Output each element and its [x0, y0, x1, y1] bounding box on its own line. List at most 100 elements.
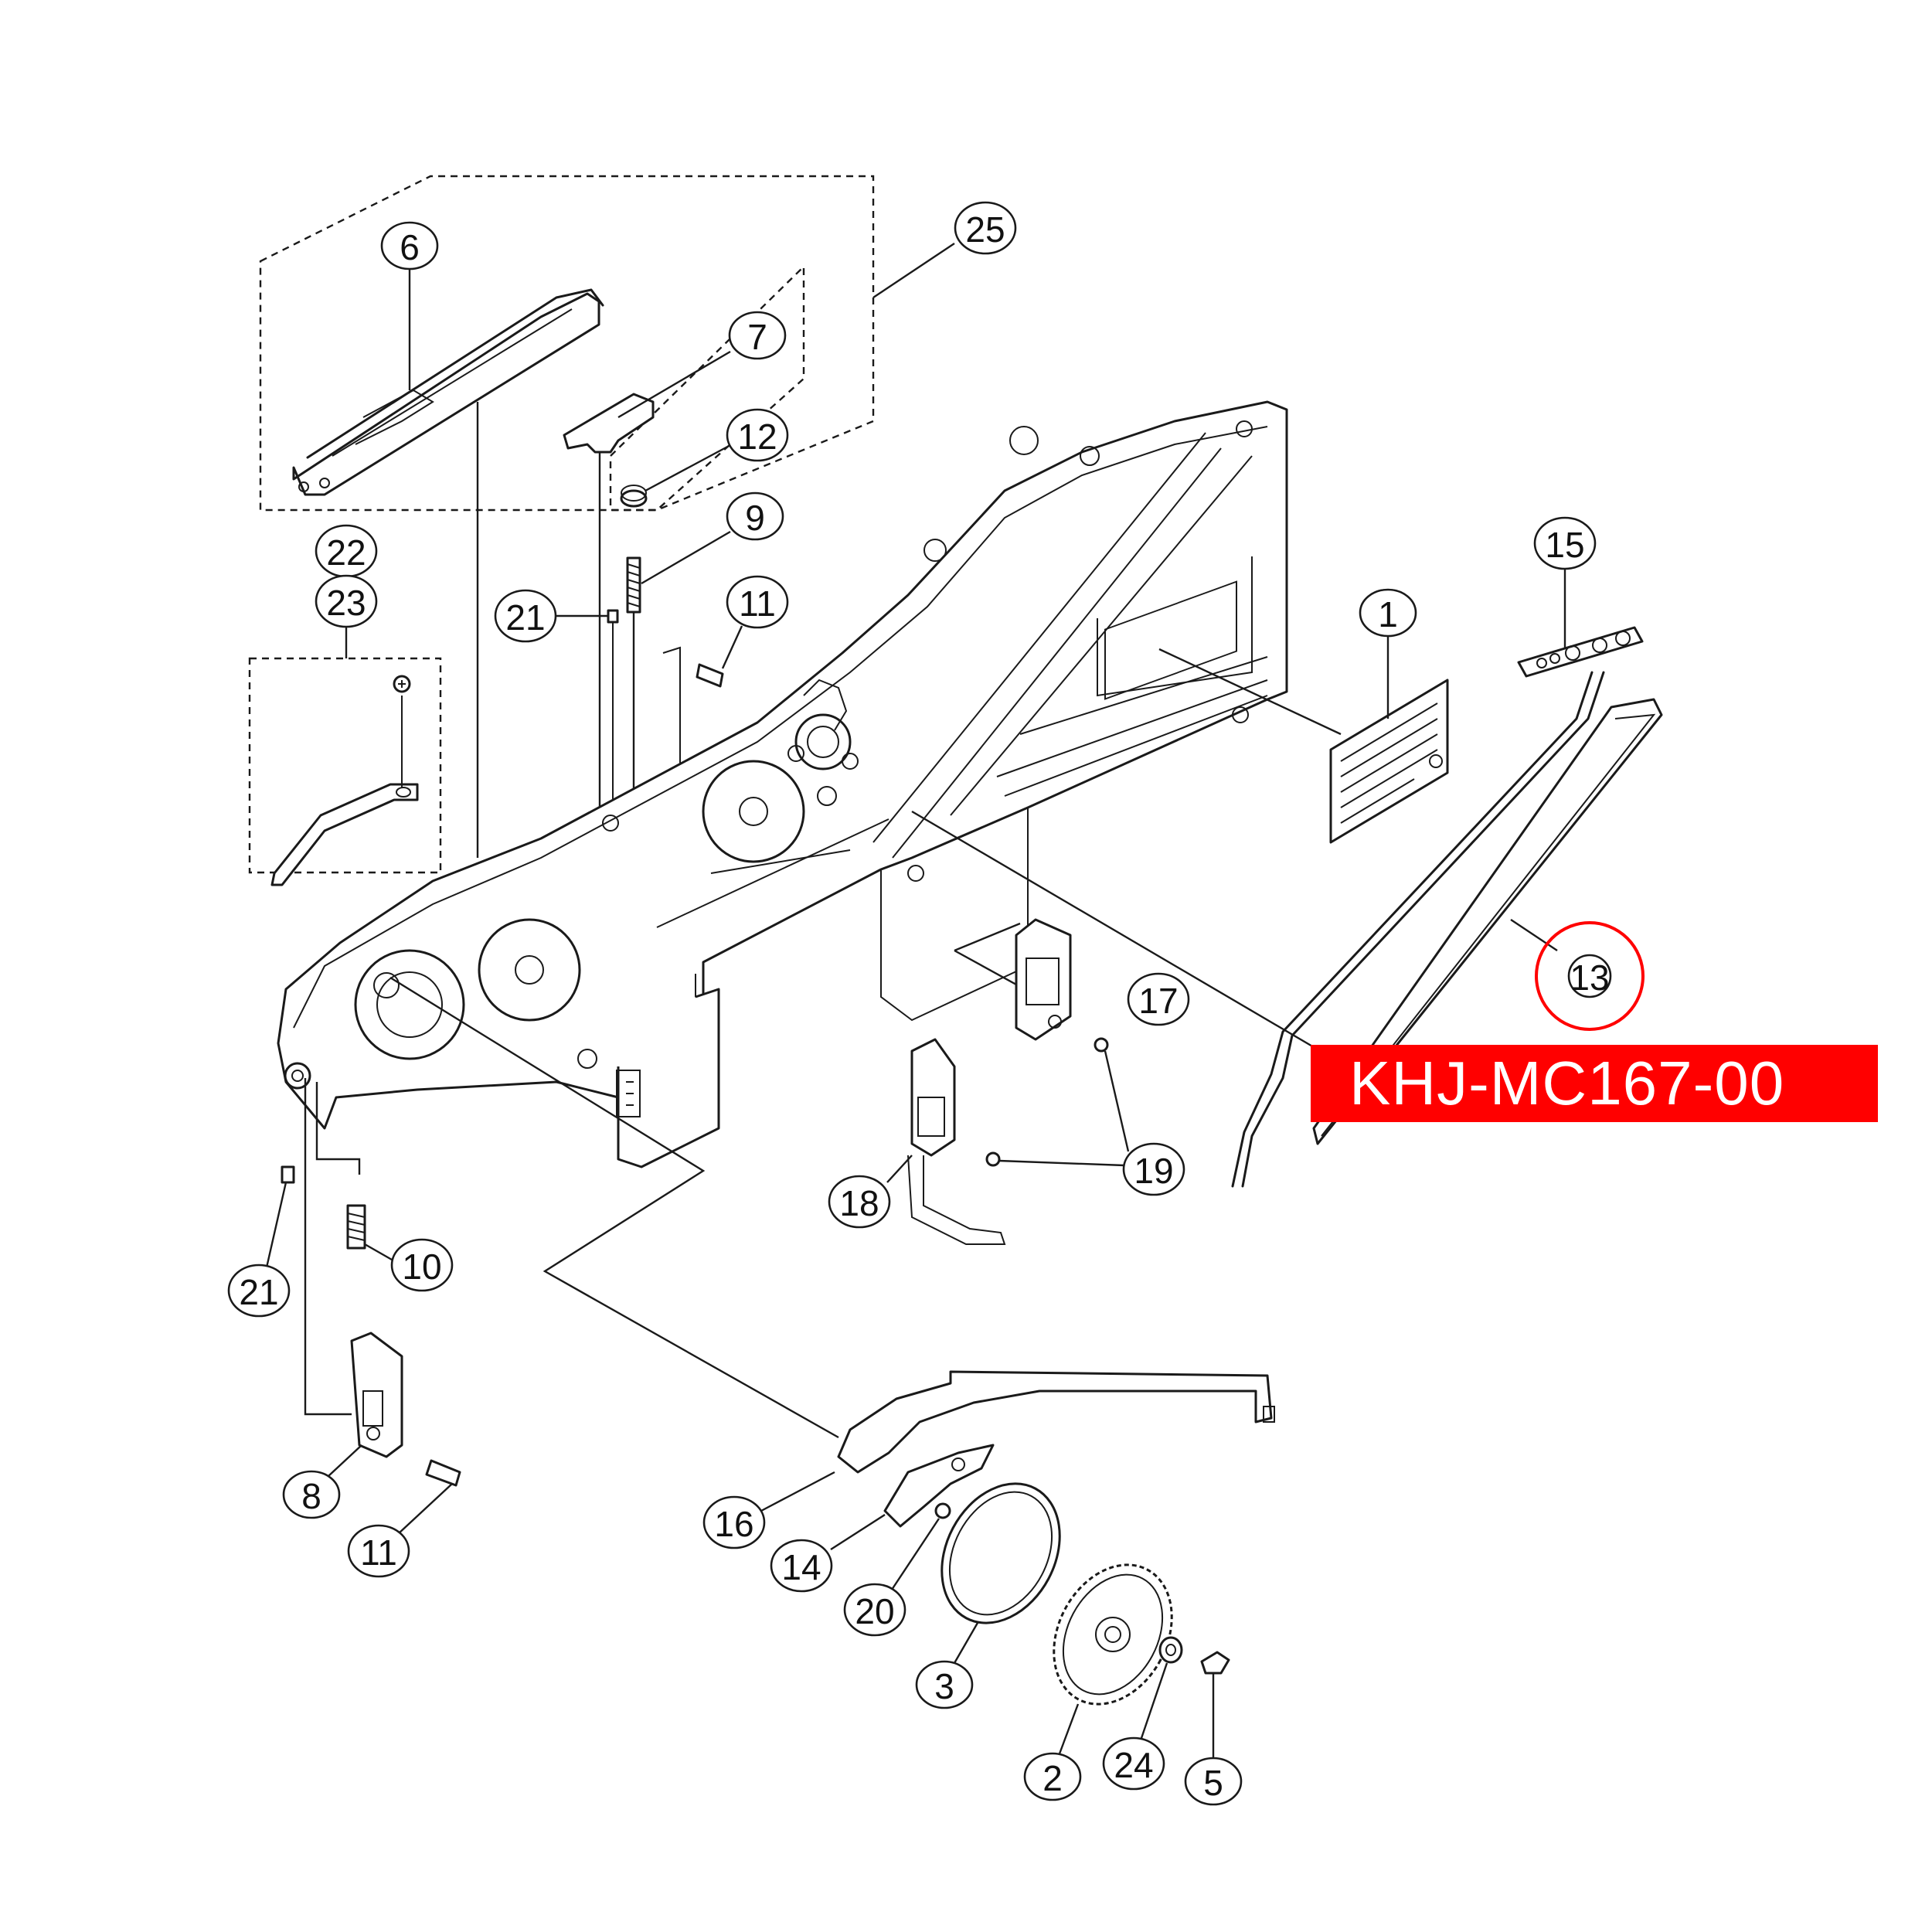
- callout-25: 25: [954, 201, 1017, 255]
- part-12-bushing: [620, 443, 733, 508]
- part-10-spring: [346, 1204, 393, 1261]
- callout-bubble: [1122, 1142, 1185, 1196]
- callout-bubble: [347, 1524, 410, 1578]
- part-2-sprocket: [1053, 1563, 1173, 1757]
- part-20-screw: [889, 1502, 951, 1593]
- callout-6: 6: [380, 221, 439, 270]
- callout-label: 11: [739, 583, 776, 624]
- callout-bubble: [1102, 1736, 1165, 1791]
- feeder-main-body: [277, 400, 1288, 1168]
- callout-24: 24: [1102, 1736, 1165, 1791]
- callout-label: 25: [965, 209, 1005, 250]
- callout-label: 9: [745, 498, 765, 538]
- part-24-washer: [1138, 1636, 1183, 1743]
- callout-label: 15: [1545, 525, 1584, 565]
- callout-label: 2: [1043, 1758, 1063, 1798]
- callout-18: 18: [828, 1175, 891, 1229]
- callout-15: 15: [1533, 516, 1597, 570]
- callout-label: 24: [1114, 1745, 1153, 1785]
- part-number-banner: KHJ-MC167-00: [1311, 1045, 1878, 1122]
- callout-label: 18: [839, 1183, 879, 1223]
- callout-label: 8: [301, 1476, 321, 1516]
- callout-7: 7: [728, 311, 787, 360]
- callout-layer: 1235678910111112141516171819202121222324…: [227, 201, 1597, 1806]
- part-11-pin-bottom: [397, 1459, 461, 1535]
- callout-bubble: [954, 201, 1017, 255]
- callout-17: 17: [1127, 972, 1190, 1026]
- callout-bubble: [843, 1583, 906, 1637]
- callout-bubble: [227, 1264, 291, 1318]
- callout-21: 21: [227, 1264, 291, 1318]
- assembly-group-22-23-outline: [248, 621, 442, 874]
- part-21-set-screw-top: [556, 609, 619, 823]
- callout-bubble: [494, 589, 557, 643]
- part-1-label-plate: [1329, 632, 1449, 844]
- part-14-cam-plate: [830, 1444, 995, 1551]
- callout-label: 19: [1134, 1151, 1173, 1191]
- callout-bubble: [390, 1238, 454, 1292]
- part-9-spring: [626, 530, 731, 819]
- callout-22: 22: [315, 524, 378, 578]
- callout-label: 10: [402, 1247, 441, 1287]
- callout-label: 16: [714, 1504, 753, 1544]
- callout-bubble: [1359, 588, 1417, 638]
- callout-bubble: [726, 492, 784, 541]
- callout-bubble: [770, 1539, 833, 1593]
- part-19-screws: [985, 1037, 1130, 1167]
- callout-12: 12: [726, 408, 789, 462]
- callout-1: 1: [1359, 588, 1417, 638]
- part-18-lever: [886, 1038, 1006, 1245]
- callout-label: 23: [326, 583, 366, 623]
- part-5-screw: [1200, 1651, 1230, 1760]
- highlighted-callout-13: 13: [1535, 921, 1645, 1031]
- callout-label: 17: [1138, 981, 1178, 1021]
- callout-label: 14: [781, 1547, 821, 1587]
- callout-label: 11: [360, 1532, 397, 1573]
- callout-bubble: [380, 221, 439, 270]
- part-8-bracket: [304, 1078, 403, 1477]
- callout-bubble-13: [1567, 954, 1612, 998]
- callout-3: 3: [915, 1660, 974, 1709]
- part-15-guide-rail: [1231, 563, 1644, 1188]
- callout-label: 21: [239, 1272, 278, 1312]
- callout-14: 14: [770, 1539, 833, 1593]
- callout-label: 21: [505, 597, 545, 638]
- callout-bubble: [726, 575, 789, 629]
- callout-8: 8: [282, 1470, 341, 1519]
- callout-label: 5: [1203, 1763, 1223, 1803]
- callout-bubble: [1184, 1757, 1243, 1806]
- callout-label: 3: [934, 1666, 954, 1706]
- callout-5: 5: [1184, 1757, 1243, 1806]
- callout-21: 21: [494, 589, 557, 643]
- part-17-block: [1015, 918, 1072, 1041]
- callout-23: 23: [315, 574, 378, 628]
- callout-label: 1: [1378, 594, 1398, 634]
- body-leader-lines: [315, 648, 1342, 1439]
- callout-bubble: [282, 1470, 341, 1519]
- callout-label: 22: [326, 532, 366, 573]
- highlight-ring: [1535, 921, 1645, 1031]
- callout-label: 20: [855, 1591, 894, 1631]
- assembly-group-25-outline: [259, 175, 955, 512]
- callout-bubble: [702, 1495, 766, 1549]
- callout-label: 7: [747, 317, 767, 357]
- callout-label: 12: [737, 417, 777, 457]
- callout-bubble: [1533, 516, 1597, 570]
- callout-bubble: [828, 1175, 891, 1229]
- part-3-ring: [940, 1482, 1061, 1664]
- part-7-bracket: [563, 350, 731, 835]
- callout-9: 9: [726, 492, 784, 541]
- callout-bubble: [315, 574, 378, 628]
- callout-label-13: 13: [1570, 957, 1609, 998]
- callout-16: 16: [702, 1495, 766, 1549]
- callout-bubble: [726, 408, 789, 462]
- callout-label: 6: [400, 227, 420, 267]
- callout-bubble: [915, 1660, 974, 1709]
- part-16-lever-arm: [760, 1370, 1275, 1512]
- callout-bubble: [1127, 972, 1190, 1026]
- part-22-23-spring-plate: [270, 675, 419, 886]
- callout-11: 11: [347, 1524, 410, 1578]
- callout-bubble: [1023, 1752, 1082, 1801]
- callout-19: 19: [1122, 1142, 1185, 1196]
